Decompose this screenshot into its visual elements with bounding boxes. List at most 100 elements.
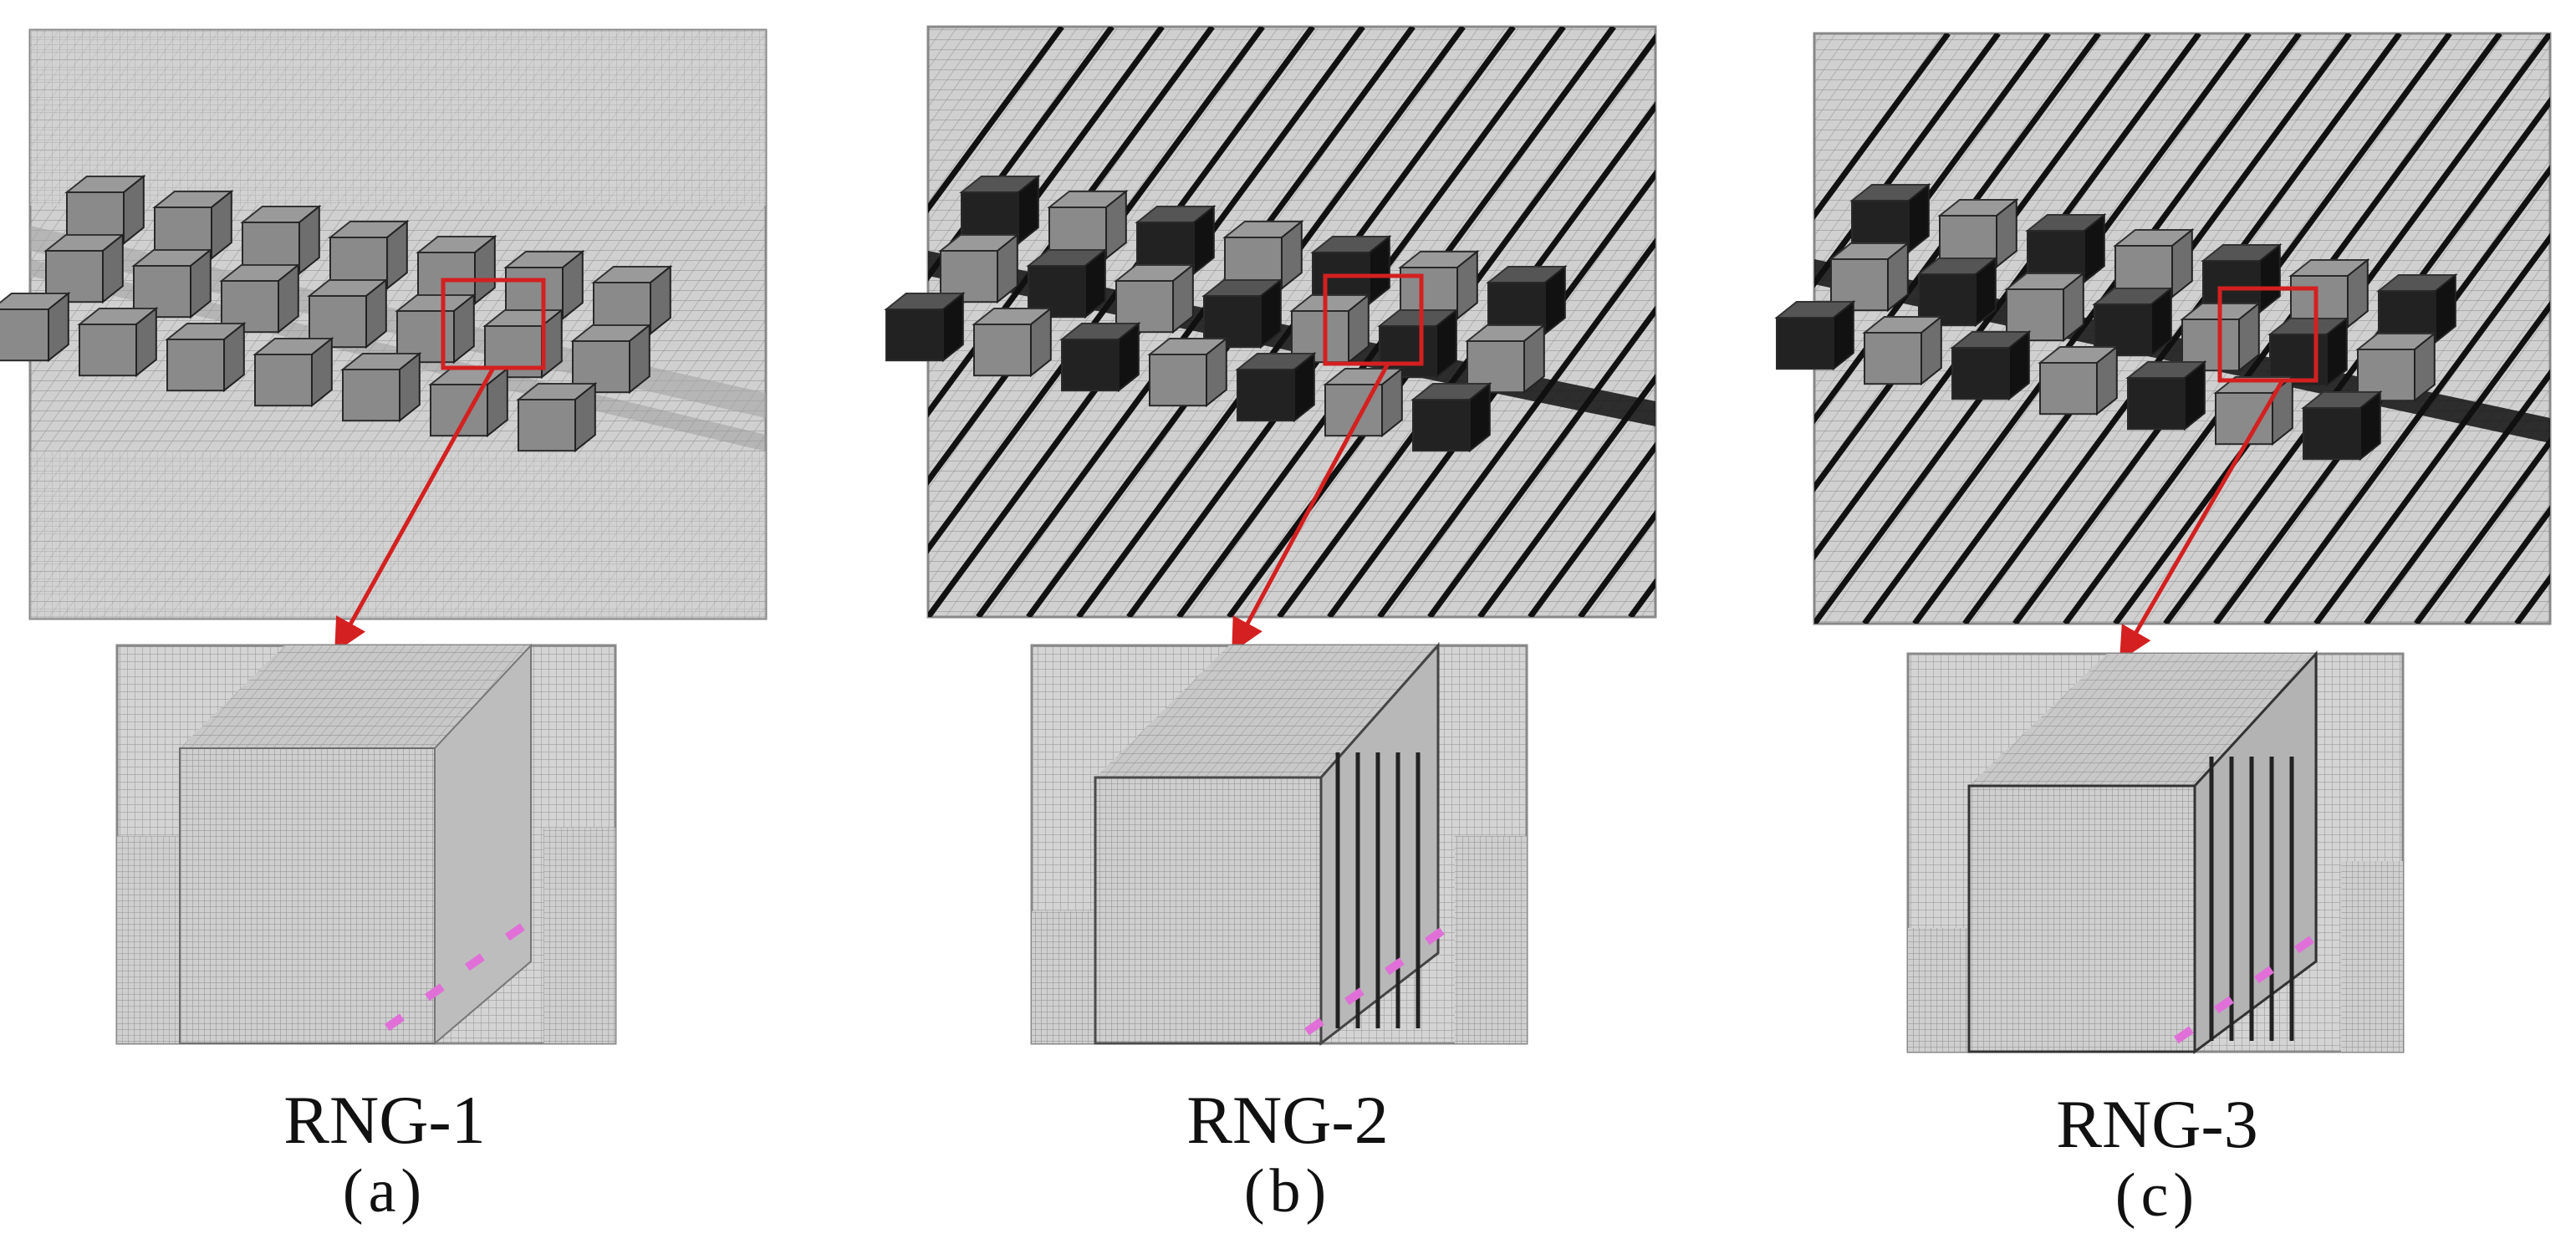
- mesh-block-side: [2096, 344, 2118, 416]
- mesh-block-side: [278, 263, 299, 334]
- mesh-block-front: [166, 339, 225, 392]
- pink-marker: [2254, 966, 2274, 984]
- refined-band-line: [2364, 369, 2550, 624]
- panel-b-blocks: [884, 174, 1568, 453]
- refined-band-line: [928, 27, 1115, 282]
- panel-a-markers: [385, 923, 525, 1032]
- panel-c-highlight-box: [2217, 286, 2318, 383]
- mesh-block-side: [1348, 293, 1370, 365]
- mesh-block-side: [1436, 308, 1457, 380]
- panel-c-label: RNG-3: [2056, 1086, 2258, 1162]
- mesh-block-side: [1921, 314, 1942, 386]
- mesh-block-side: [453, 293, 475, 365]
- panel-a-zoom-arrow: [334, 366, 496, 653]
- mesh-block-side: [2359, 390, 2381, 461]
- panel-c-zoom-stripes: [2209, 757, 2294, 1041]
- mesh-block-front: [1379, 325, 1437, 379]
- mesh-block-side: [474, 234, 496, 306]
- mesh-block-side: [1381, 366, 1403, 438]
- refined-band-line: [1477, 373, 1655, 617]
- refined-band-line: [928, 27, 1315, 554]
- mesh-block-side: [2238, 301, 2260, 373]
- panel-b-overview: [884, 25, 1657, 619]
- mesh-block-front: [1237, 369, 1295, 422]
- mesh-block-front: [973, 324, 1032, 377]
- mesh-block-side: [211, 189, 232, 261]
- refined-band-line: [928, 27, 1064, 214]
- caption-rng-2: RNG-2 (b): [1037, 1082, 1538, 1226]
- mesh-block-side: [2063, 271, 2084, 343]
- mesh-block-side: [386, 219, 408, 291]
- mesh-block-side: [1260, 278, 1282, 349]
- refined-band-line: [2313, 300, 2550, 624]
- refined-band-line: [1578, 509, 1655, 617]
- panel-b-sublabel: (b): [1243, 1157, 1332, 1226]
- panel-c-blocks: [1774, 182, 2458, 461]
- panel-b-zoom-stripes: [1335, 752, 1421, 1028]
- panel-b-highlight-box: [1323, 273, 1424, 366]
- mesh-block-side: [223, 321, 245, 393]
- mesh-block-side: [2084, 212, 2105, 284]
- mesh-block-side: [2414, 331, 2436, 403]
- mesh-block-front: [342, 369, 400, 422]
- mesh-block-front: [2039, 362, 2098, 416]
- mesh-block-front: [2127, 377, 2186, 431]
- panel-b-zoom-view: [1030, 642, 1528, 1047]
- panel-a-zoom-view: [115, 643, 617, 1046]
- mesh-block-side: [1105, 189, 1127, 261]
- mesh-block-side: [1206, 336, 1227, 408]
- mesh-block-side: [2150, 286, 2172, 358]
- pink-marker: [2294, 936, 2314, 954]
- refined-band-line: [1377, 237, 1655, 617]
- pink-marker: [385, 1013, 405, 1032]
- pink-marker: [1425, 927, 1445, 946]
- mesh-block-side: [2259, 242, 2281, 314]
- refined-band-line: [2263, 232, 2550, 624]
- pink-marker: [505, 923, 525, 941]
- mesh-block-side: [1030, 306, 1052, 378]
- pink-marker: [1385, 957, 1405, 976]
- mesh-block-side: [1544, 264, 1566, 336]
- refined-band-line: [2464, 505, 2550, 624]
- mesh-block-side: [135, 306, 157, 378]
- refined-band-line: [1528, 441, 1655, 617]
- mesh-block-side: [997, 232, 1018, 304]
- mesh-block-front: [885, 308, 944, 362]
- refined-band-line: [2567, 33, 2576, 624]
- mesh-block-side: [1369, 234, 1390, 306]
- pink-marker: [424, 983, 445, 1002]
- mesh-block-side: [562, 249, 584, 321]
- mesh-block-side: [399, 351, 421, 423]
- mesh-block-side: [487, 366, 508, 438]
- mesh-block-front: [2303, 407, 2361, 461]
- panel-c-zoom-view: [1906, 650, 2405, 1054]
- mesh-block-side: [2008, 329, 2030, 401]
- mesh-block-side: [102, 232, 124, 304]
- mesh-block-side: [123, 174, 145, 246]
- mesh-block-side: [1523, 323, 1545, 395]
- mesh-block-front: [1061, 339, 1120, 392]
- panel-a-overview: [0, 28, 768, 620]
- mesh-block-side: [2347, 257, 2369, 329]
- mesh-block-front: [1776, 317, 1834, 370]
- panel-a-sublabel: (a): [342, 1157, 427, 1226]
- refined-band-line: [1427, 305, 1655, 617]
- mesh-block-side: [311, 336, 333, 408]
- panel-b-label: RNG-2: [1186, 1082, 1389, 1158]
- mesh-block-side: [629, 323, 650, 395]
- mesh-block-front: [2215, 392, 2273, 446]
- refined-band-line: [1814, 33, 2001, 288]
- mesh-block-side: [574, 381, 596, 453]
- mesh-block-side: [2184, 359, 2206, 431]
- pink-marker: [1344, 987, 1365, 1006]
- mesh-block-front: [1864, 332, 1922, 385]
- caption-rng-3: RNG-3 (c): [1906, 1086, 2408, 1230]
- panel-c-markers: [2174, 936, 2314, 1044]
- mesh-block-side: [1469, 381, 1491, 453]
- panel-b-markers: [1303, 927, 1445, 1036]
- mesh-block-front: [79, 324, 137, 377]
- mesh-block-side: [298, 204, 320, 276]
- mesh-block-front: [1149, 354, 1207, 407]
- mesh-block-side: [1456, 249, 1478, 321]
